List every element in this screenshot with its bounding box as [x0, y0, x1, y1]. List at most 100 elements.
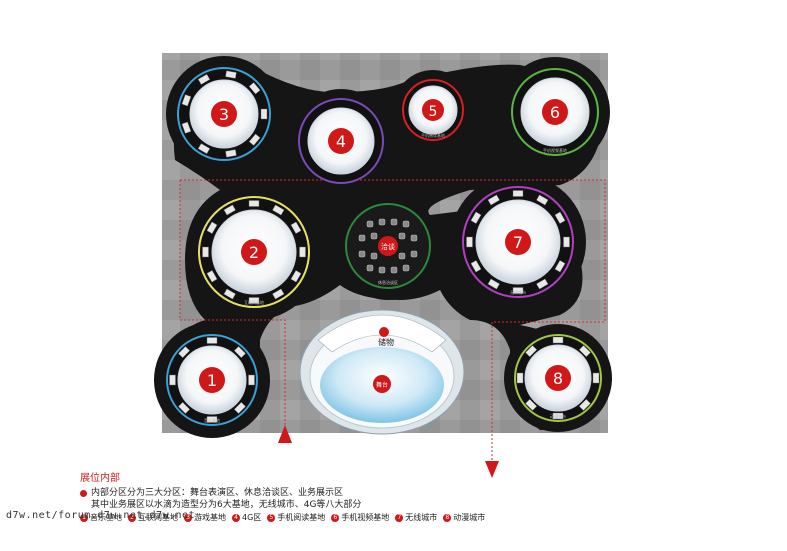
legend-line-1: 内部分区分为三大分区：舞台表演区、休息洽谈区、业务展示区	[80, 487, 500, 499]
zone-label: 无线城市	[510, 289, 526, 295]
stage-area: 储物 舞台	[299, 309, 465, 435]
zone-number-badge	[505, 229, 531, 255]
zone-number-badge	[545, 365, 571, 391]
display-counter	[178, 346, 191, 359]
legend-item-label: 游戏基地	[194, 513, 226, 522]
zone-number: 7	[513, 233, 523, 252]
seat	[366, 264, 374, 272]
arrow-up-icon	[278, 425, 292, 443]
seat	[358, 234, 366, 242]
legend-title: 展位内部	[80, 473, 120, 484]
display-counter	[512, 190, 524, 197]
display-counter	[223, 288, 236, 300]
display-counter	[487, 278, 500, 290]
seat	[410, 234, 418, 242]
display-counter	[516, 372, 524, 384]
zone-label: 互联网基地	[244, 299, 264, 305]
display-counter	[248, 133, 261, 146]
display-counter	[525, 345, 538, 358]
display-counter	[223, 204, 236, 216]
zone-2: 2 互联网基地	[198, 196, 310, 308]
display-counter	[290, 221, 302, 234]
seat	[370, 232, 378, 240]
display-counter	[248, 374, 255, 386]
display-counter	[470, 211, 482, 224]
display-counter	[206, 270, 218, 283]
zone-label: 音乐基地	[204, 417, 220, 423]
zone-number: 3	[219, 105, 229, 124]
number-badge-icon: 3	[184, 514, 192, 522]
zone-number-badge	[241, 239, 267, 265]
arrow-down-icon	[485, 461, 499, 478]
display-counter	[578, 345, 591, 358]
display-counter	[578, 398, 591, 411]
number-badge-icon: 8	[443, 514, 452, 522]
zone-number: 1	[207, 371, 217, 390]
number-badge-icon: 5	[267, 514, 276, 522]
display-counter	[272, 204, 285, 216]
number-badge-icon: 4	[232, 514, 240, 522]
seat	[378, 218, 386, 226]
negotiation-zone: 洽谈 休息洽谈区	[345, 203, 431, 289]
display-counter	[248, 82, 261, 95]
seat	[390, 266, 398, 274]
legend-item-label: 4G区	[242, 513, 262, 522]
legend-item-label: 音乐基地	[90, 513, 122, 522]
zone-number-badge	[211, 101, 237, 127]
display-counter	[260, 108, 268, 120]
display-counter	[169, 374, 176, 386]
bullet-icon	[80, 489, 87, 497]
zone-label: 手机视频基地	[543, 147, 567, 153]
display-counter	[248, 297, 260, 304]
seat	[402, 220, 410, 228]
display-counter	[552, 336, 564, 344]
display-counter	[563, 236, 570, 248]
display-counter	[512, 287, 524, 294]
display-counter	[206, 337, 218, 344]
display-counter	[299, 246, 306, 258]
zone-number: 2	[249, 243, 259, 262]
display-counter	[202, 246, 209, 258]
legend-line-2: 其中业务展区以水滴为造型分为6大基地，无线城市、4G等八大部分	[80, 499, 500, 511]
number-badge-icon: 2	[128, 514, 136, 522]
display-counter	[225, 149, 237, 158]
seat	[358, 250, 366, 258]
display-counter	[290, 270, 302, 283]
zone-number-badge	[328, 128, 354, 154]
negotiation-label: 洽谈	[381, 242, 395, 251]
zone-number: 4	[336, 132, 346, 151]
zone-number: 8	[553, 369, 563, 388]
display-counter	[272, 288, 285, 300]
zone-number-badge	[199, 367, 225, 393]
display-counter	[206, 221, 218, 234]
display-counter	[233, 346, 246, 359]
display-counter	[206, 416, 218, 423]
number-badge-icon: 6	[331, 514, 340, 522]
display-counter	[197, 73, 211, 85]
zone-number-badge	[542, 99, 568, 125]
seat	[410, 250, 418, 258]
display-counter	[536, 194, 549, 206]
negotiation-sub-label: 休息洽谈区	[378, 279, 398, 285]
prop-label: 储物	[378, 337, 394, 347]
number-badge-icon: 1	[80, 514, 88, 522]
seat	[370, 252, 378, 260]
display-counter	[554, 260, 566, 273]
zone-label: 手机阅读基地	[421, 132, 445, 138]
seat	[402, 264, 410, 272]
watermark: d7w.net/forum.d7w.net.d7w.net	[6, 510, 196, 521]
display-counter	[470, 260, 482, 273]
display-counter	[487, 194, 500, 206]
display-counter	[181, 94, 192, 107]
seat	[398, 252, 406, 260]
